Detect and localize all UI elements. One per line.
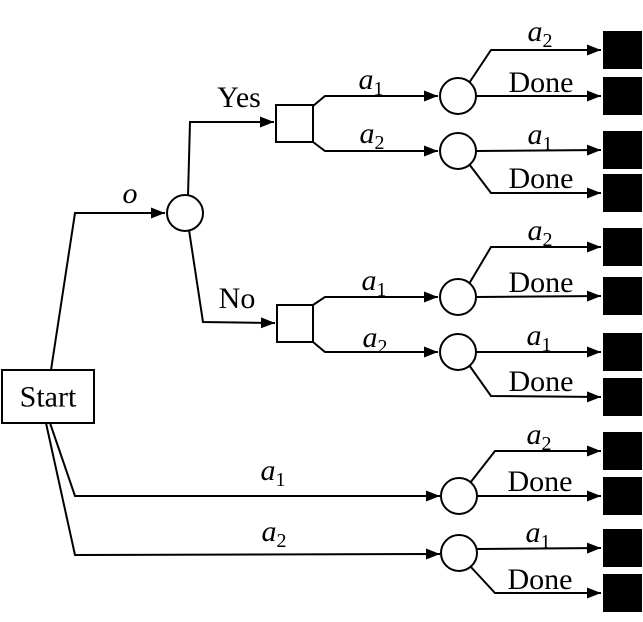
edge-no-a1-done [475,290,602,302]
edge-label-yes-a2-done: Done [509,162,574,195]
edge-start-a2 [45,422,441,560]
edge-yes-a2-done [468,163,601,199]
terminal-8-node [603,378,642,416]
terminal-1-node [603,31,642,69]
edge-label-start-a1: a1 [261,454,286,491]
chance-o-node [166,194,204,232]
edge-o-no [188,229,276,329]
edge-label-yes-a2-a1: a1 [528,118,553,155]
terminal-11-node [603,529,642,567]
decision-no-node [276,304,314,343]
terminal-3-node [603,131,642,169]
terminal-2-node [603,77,642,115]
edge-no-a2 [312,341,438,358]
edge-start-a1 [49,422,440,502]
edge-o-yes [187,116,274,197]
edge-yes-a1-a2 [468,44,601,84]
terminal-4-node [603,174,642,212]
terminal-12-node [603,574,642,612]
edge-a2-done [469,565,601,599]
edge-a1-a2 [469,445,601,484]
edge-label-no-a1-done: Done [509,266,574,299]
terminal-9-node [603,432,642,470]
edge-label-o-no: No [219,282,256,315]
chance-yes-a2-node [439,132,477,170]
chance-yes-a1-node [439,77,477,115]
edge-label-yes-a2: a2 [360,117,385,154]
edge-label-yes-a1-done: Done [509,66,574,99]
terminal-10-node [603,477,642,515]
edge-no-a2-done [468,364,602,403]
nodes-layer: Start [1,31,642,612]
chance-no-a2-node [439,333,477,371]
start-node [1,369,95,424]
edge-label-yes-a1: a1 [359,63,384,100]
edges-layer: oYesNoa1a2a2Donea1Donea1a2a2Donea1Donea1… [45,15,602,599]
edge-label-a1-done: Done [508,465,573,498]
chance-a1-node [440,477,478,515]
edge-label-yes-a1-a2: a2 [528,15,553,52]
edge-label-a2-done: Done [508,563,573,596]
edge-label-o-yes: Yes [217,81,261,114]
terminal-5-node [603,228,642,266]
chance-no-a1-node [439,278,477,316]
edge-yes-a2 [312,141,438,157]
edge-no-a1 [312,291,438,306]
terminal-7-node [603,333,642,371]
edge-start-o [50,207,165,371]
edge-label-start-o: o [123,177,138,210]
edge-a2-a1 [476,542,602,554]
terminal-6-node [603,277,642,315]
edge-yes-a1 [312,90,438,107]
edge-label-no-a1-a2: a2 [528,214,553,251]
start-node-label: Start [20,381,77,414]
edge-label-no-a2-done: Done [509,365,574,398]
edge-label-a2-a1: a1 [526,516,551,553]
chance-a2-node [440,534,478,572]
edge-label-no-a2: a2 [363,321,388,358]
edge-yes-a2-a1 [475,144,602,156]
edge-no-a1-a2 [468,241,601,285]
edge-label-a1-a2: a2 [527,418,552,455]
edge-label-no-a1: a1 [362,264,387,301]
decision-yes-node [275,104,314,143]
edge-label-no-a2-a1: a1 [527,319,552,356]
edge-label-start-a2: a2 [262,515,287,552]
